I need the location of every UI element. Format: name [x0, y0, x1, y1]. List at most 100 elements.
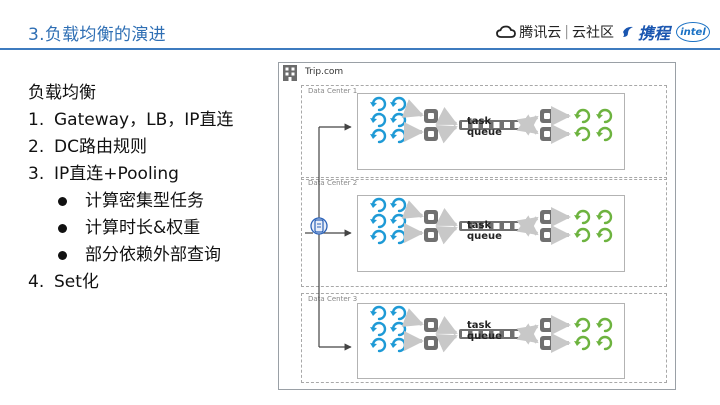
- consumer-icon: [574, 108, 591, 124]
- producer-node: [424, 336, 438, 350]
- sub-list-item: 计算时长&权重: [28, 215, 234, 242]
- queue-slot: [493, 223, 500, 229]
- producer-icon: [390, 305, 407, 321]
- flow-arrow: [401, 308, 424, 327]
- item-text: DC路由规则: [54, 137, 147, 157]
- queue-slot: [483, 331, 489, 337]
- consumer-icon: [574, 126, 591, 142]
- consumer-icon: [596, 335, 613, 351]
- producer-node: [424, 228, 438, 242]
- list-item: 4. Set化: [28, 269, 234, 296]
- queue-label-line: task: [467, 116, 492, 127]
- dc-label: Data Center 2: [308, 179, 358, 187]
- company-label: Trip.com: [305, 67, 344, 77]
- flow-arrow: [516, 114, 539, 135]
- bullet-dot: [58, 251, 67, 260]
- logo-bar: 腾讯云 | 云社区 携程 intel: [496, 20, 710, 44]
- sub-item-text: 部分依赖外部查询: [85, 245, 221, 265]
- bullet-dot: [58, 224, 67, 233]
- producer-icon: [370, 229, 387, 245]
- producer-icon: [370, 96, 387, 112]
- consumer-icon: [574, 317, 591, 333]
- flow-arrow: [435, 334, 458, 353]
- producer-node: [424, 210, 438, 224]
- item-number: 2.: [28, 137, 45, 157]
- dc-label: Data Center 3: [308, 295, 358, 303]
- data-center-1: Data Center 1: [301, 85, 667, 180]
- item-text: Gateway，LB，IP直连: [54, 110, 234, 130]
- producer-node: [424, 318, 438, 332]
- bullet-list: 负载均衡 1. Gateway，LB，IP直连 2. DC路由规则 3. IP直…: [28, 80, 234, 296]
- ctrip-swoosh-icon: [622, 26, 633, 37]
- producer-icon: [390, 321, 407, 337]
- queue-label: task queue: [467, 320, 502, 342]
- bullet-dot: [58, 197, 67, 206]
- queue-slot: [483, 122, 489, 128]
- consumer-icon: [596, 209, 613, 225]
- producer-icon: [370, 337, 387, 353]
- producer-icon: [390, 197, 407, 213]
- flow-arrow: [516, 215, 539, 236]
- sub-item-text: 计算密集型任务: [85, 191, 204, 211]
- list-item: 3. IP直连+Pooling: [28, 161, 234, 188]
- cloud-icon: [496, 25, 517, 38]
- queue-label-line: task: [467, 320, 492, 331]
- queue-slot: [462, 223, 468, 229]
- dc-label: Data Center 1: [308, 87, 358, 95]
- sub-item-text: 计算时长&权重: [85, 218, 201, 238]
- list-item: 2. DC路由规则: [28, 134, 234, 161]
- architecture-diagram: Trip.com Data Center 1 Data Center 2 Dat…: [278, 62, 676, 390]
- queue-slot: [483, 223, 489, 229]
- producer-icon: [390, 96, 407, 112]
- building-icon: [283, 65, 297, 81]
- queue-label: task queue: [467, 116, 502, 138]
- queue-label-line: queue: [467, 231, 502, 242]
- community-text: 云社区: [571, 25, 614, 41]
- queue-slot: [514, 122, 521, 128]
- data-center-3: Data Center 3: [301, 293, 667, 383]
- producer-icon: [390, 112, 407, 128]
- slide-title: 3.负载均衡的演进: [28, 25, 166, 45]
- consumer-node: [540, 109, 554, 123]
- consumer-node: [540, 210, 554, 224]
- queue-label: task queue: [467, 220, 502, 242]
- queue-slot: [493, 122, 500, 128]
- queue-slot: [462, 331, 468, 337]
- producer-node: [424, 127, 438, 141]
- consumer-node: [540, 318, 554, 332]
- consumer-node: [540, 127, 554, 141]
- flow-arrow: [435, 208, 458, 227]
- consumer-icon: [574, 227, 591, 243]
- logo-separator: |: [564, 24, 569, 40]
- producer-icon: [390, 128, 407, 144]
- producer-icon: [390, 337, 407, 353]
- consumer-node: [540, 336, 554, 350]
- queue-slot: [504, 122, 510, 128]
- queue-slot: [472, 122, 479, 128]
- queue-label-line: queue: [467, 331, 502, 342]
- flow-arrow: [435, 316, 458, 335]
- producer-icon: [390, 229, 407, 245]
- sub-list-item: 部分依赖外部查询: [28, 242, 234, 269]
- section-heading: 负载均衡: [28, 83, 96, 103]
- producer-icon: [370, 128, 387, 144]
- consumer-node: [540, 228, 554, 242]
- producer-icon: [370, 305, 387, 321]
- queue-label-line: task: [467, 220, 492, 231]
- consumer-icon: [596, 317, 613, 333]
- item-text: IP直连+Pooling: [54, 164, 179, 184]
- producer-icon: [370, 112, 387, 128]
- queue-slot: [472, 331, 479, 337]
- list-item: 1. Gateway，LB，IP直连: [28, 107, 234, 134]
- queue-slot: [514, 223, 521, 229]
- flow-arrow: [401, 200, 424, 219]
- consumer-icon: [596, 227, 613, 243]
- title-divider: [0, 48, 720, 50]
- data-center-2: Data Center 2: [301, 177, 667, 287]
- queue-slot: [514, 331, 521, 337]
- producer-icon: [370, 197, 387, 213]
- sub-list-item: 计算密集型任务: [28, 188, 234, 215]
- consumer-icon: [596, 108, 613, 124]
- item-number: 1.: [28, 110, 45, 130]
- ctrip-logo: 携程: [620, 20, 670, 44]
